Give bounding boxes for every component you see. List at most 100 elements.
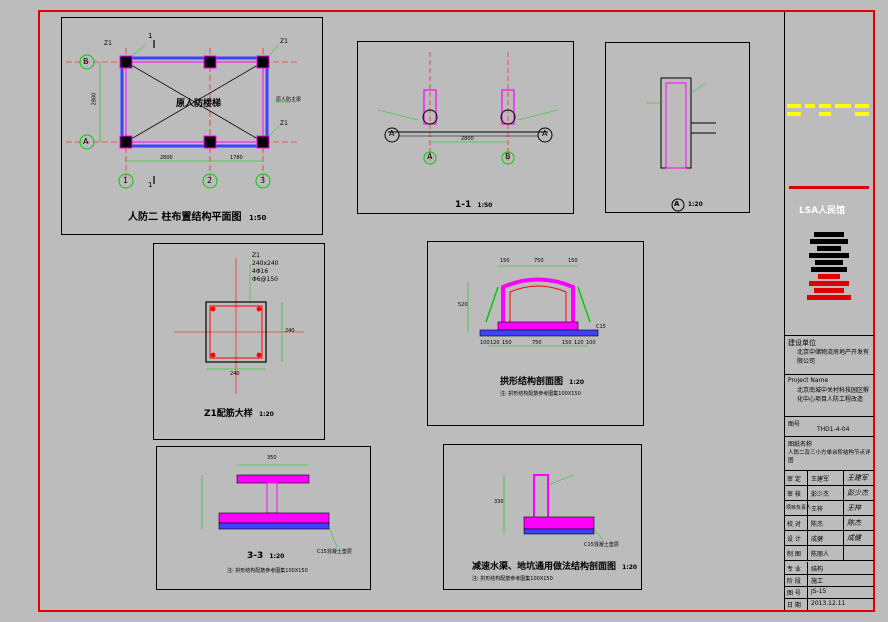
sig-sign: 彭少杰 (847, 489, 868, 497)
sig-row-1: 审 定 王建军 王建军 (785, 470, 874, 486)
info-row-stage: 阶 段 施工 (785, 574, 874, 587)
dim-span2: 1780 (230, 155, 243, 161)
stage-value: 施工 (811, 578, 824, 585)
section11-title-text: 1-1 (455, 200, 472, 210)
column-detail-scale: 1:20 (258, 411, 274, 418)
date-value: 2013.12.11 (811, 600, 846, 607)
sheet-value: JS-15 (811, 588, 827, 595)
arch-section-scale: 1:20 (569, 379, 585, 386)
column-tag: Z1 (252, 252, 260, 259)
detail-a-drawing (646, 77, 716, 212)
sig-sign: 王梓 (847, 504, 861, 512)
sig-name: 彭少杰 (811, 491, 830, 498)
red-rule (789, 186, 869, 189)
wall-note: C15混凝土垫层 (584, 542, 619, 548)
axis-1-label: 1 (123, 176, 129, 185)
axis-a-label: A (83, 137, 89, 146)
sig-row-5: 设 计 成健 成健 (785, 530, 874, 546)
yellow-marks (787, 104, 871, 118)
detail-a-panel: A 1:20 (605, 42, 750, 213)
dim-span1: 2800 (160, 155, 173, 161)
sig-name: 王建军 (811, 476, 830, 483)
arch-dim-top-3: 150 (568, 258, 578, 264)
info-row-major: 专 业 结构 (785, 562, 874, 575)
arch-section-panel: 150 750 150 520 100 120 150 750 150 120 … (427, 241, 644, 426)
column-detail-title-text: Z1配筋大样 (204, 409, 253, 419)
column-tag-2: Z1 (280, 38, 288, 45)
project-text: 北京南城中关村科技园区孵化中心项目人防工程改造 (797, 387, 870, 403)
plan-note: 原人防主梁 (276, 97, 302, 103)
sig-role: 设 计 (787, 536, 801, 543)
column-detail-panel: Z1 240x240 4Φ16 Φ6@150 240 240 Z1配筋大样 1:… (153, 243, 325, 440)
sig-sign: 成健 (847, 534, 861, 542)
section33-panel: 350 C15混凝土垫层 3-3 1:20 注: 拱形结构配筋参考图集100X1… (156, 446, 371, 590)
column-bars: 4Φ16 (252, 268, 269, 275)
plan-scale: 1:50 (248, 214, 267, 222)
sig-name: 陈杰 (811, 521, 824, 528)
section11-title: 1-1 1:50 (455, 200, 492, 210)
axis-a-label: A (427, 152, 433, 161)
column-dim-h: 240 (285, 328, 295, 334)
axis-b-label: B (83, 57, 89, 66)
section33-scale: 1:20 (269, 553, 285, 560)
wall-footnote: 注: 拱形结构配筋参考图集100X150 (472, 576, 553, 582)
wall-dim-left: 330 (494, 499, 504, 505)
logo-text: LSA人民馆 (799, 206, 846, 216)
column-size: 240x240 (252, 260, 279, 267)
sig-role: 审 核 (787, 491, 801, 498)
sig-role: 审 定 (787, 476, 801, 483)
section11-panel: A A A B 2800 1-1 1:50 (357, 41, 574, 214)
info-row-sheet: 图 号 JS-15 (785, 586, 874, 599)
sig-role: 制 图 (787, 551, 801, 558)
arch-footnote: 注: 拱形结构配筋参考图集100X150 (500, 391, 581, 397)
arch-dim-bottom-4: 750 (532, 340, 542, 346)
section11-drawing (377, 52, 559, 165)
drawing-title-label: 图纸名称 (788, 441, 813, 448)
dim-span: 2800 (461, 136, 474, 142)
bubble-left: A (389, 129, 395, 138)
detail-a-title-text: A (674, 200, 680, 208)
section33-footnote: 注: 拱形结构配筋参考图集100X150 (227, 568, 308, 574)
sig-sign: 王建军 (847, 474, 868, 482)
signature-table: 审 定 王建军 王建军 审 核 彭少杰 彭少杰 项目负责人 王梓 王梓 校 对 … (785, 470, 874, 561)
sig-role: 项目负责人 (786, 505, 812, 511)
axis-b-label: B (505, 152, 511, 161)
sig-row-6: 制 图 陈丽人 (785, 545, 874, 561)
sig-row-2: 审 核 彭少杰 彭少杰 (785, 485, 874, 501)
axis-2-label: 2 (207, 176, 213, 185)
arch-section-drawing (467, 265, 599, 347)
arch-dim-bottom-3: 150 (502, 340, 512, 346)
drawing-border (38, 10, 875, 612)
company-text: 北京中储物流房地产开发有限公司 (797, 349, 870, 365)
wall-section-drawing (503, 474, 605, 542)
sig-row-4: 校 对 陈杰 陈杰 (785, 515, 874, 531)
column-detail-title: Z1配筋大样 1:20 (204, 406, 274, 419)
wall-section-scale: 1:20 (622, 564, 638, 571)
logo-graphic (807, 230, 851, 322)
arch-dim-bottom-1: 100 (480, 340, 490, 346)
detail-a-title: A 1:20 (674, 200, 703, 208)
sig-row-3: 项目负责人 王梓 王梓 (785, 500, 874, 516)
arch-dim-bottom-2: 120 (490, 340, 500, 346)
column-stirrup: Φ6@150 (252, 276, 278, 283)
sig-name: 王梓 (811, 506, 824, 513)
plan-drawing (66, 40, 297, 189)
arch-dim-bottom-6: 120 (574, 340, 584, 346)
section33-dim-top: 350 (267, 455, 277, 461)
sig-role: 校 对 (787, 521, 801, 528)
info-table: 专 业 结构 阶 段 施工 图 号 JS-15 日 期 2013.12.11 (785, 562, 874, 610)
project-label: Project Name (788, 377, 829, 384)
dim-height: 2800 (91, 92, 98, 106)
wall-section-title: 减速水渠、地坑通用做法结构剖面图 1:20 (472, 559, 637, 572)
wall-section-title-text: 减速水渠、地坑通用做法结构剖面图 (472, 562, 617, 572)
plan-title: 人防二 柱布置结构平面图 1:50 (128, 208, 266, 223)
major-label: 专 业 (787, 566, 801, 573)
detail-a-scale: 1:20 (687, 201, 703, 208)
arch-note: C15 (596, 324, 606, 330)
arch-section-title: 拱形结构剖面图 1:20 (500, 374, 584, 387)
plan-title-text: 人防二 柱布置结构平面图 (128, 212, 242, 223)
sheet-label: 图 号 (787, 590, 801, 597)
drawing-no-value: THD1-4-04 (817, 426, 850, 433)
bubble-right: A (542, 129, 548, 138)
stage-label: 阶 段 (787, 578, 801, 585)
